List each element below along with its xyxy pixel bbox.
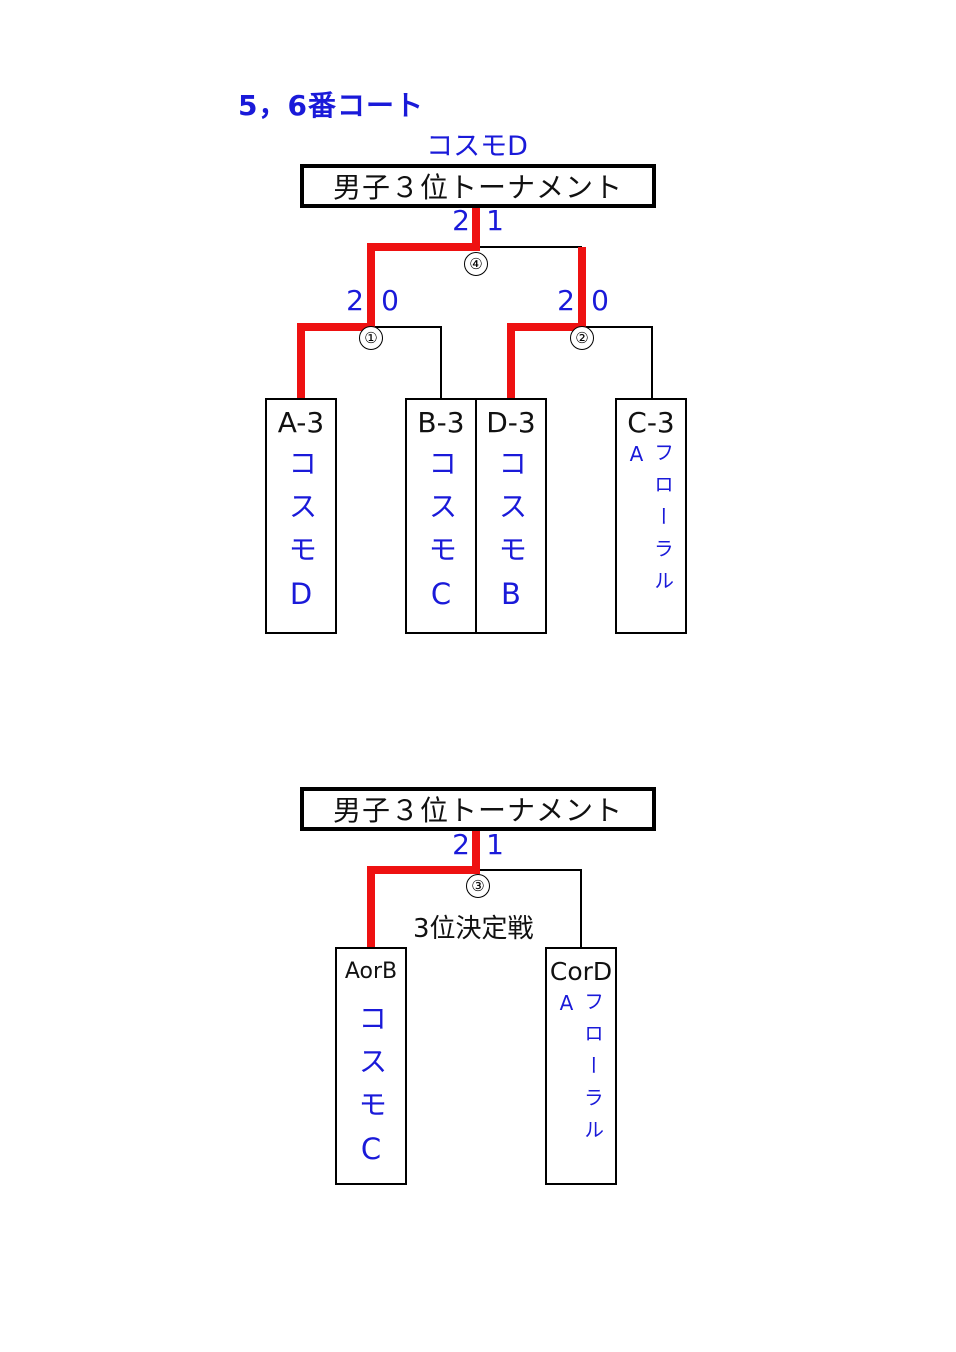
- line-cord: [476, 869, 582, 947]
- bracket1-lines: [297, 208, 653, 398]
- bracket1-title: 男子３位トーナメント: [300, 164, 656, 208]
- third-place-score-right: 1: [486, 828, 504, 861]
- team-box-a3: A-3 コスモD: [265, 398, 337, 634]
- seed-label: D-3: [486, 406, 536, 439]
- match-number-3: ③: [466, 874, 490, 898]
- team-name: フローラルA: [554, 991, 605, 1151]
- seed-label: CorD: [549, 957, 613, 986]
- team-box-cord: CorD フローラルA: [545, 947, 617, 1185]
- semi2-score-right: 0: [591, 284, 609, 317]
- line-aorb-win: [367, 831, 480, 947]
- final-score-right: 1: [486, 204, 504, 237]
- third-place-caption: 3位決定戦: [413, 914, 534, 944]
- bracket2-title: 男子３位トーナメント: [300, 787, 656, 831]
- team-name: コスモD: [284, 448, 318, 625]
- match-number-2: ②: [570, 326, 594, 350]
- line-c3: [582, 326, 653, 398]
- line-b3: [371, 326, 442, 398]
- semi1-score-right: 0: [381, 284, 399, 317]
- bracket2-lines: [367, 831, 582, 947]
- team-box-d3: D-3 コスモB: [475, 398, 547, 634]
- match-number-1: ①: [359, 326, 383, 350]
- final-score-left: 2: [452, 204, 470, 237]
- bracket1-winner: コスモD: [426, 131, 528, 162]
- team-name: フローラルA: [624, 442, 675, 602]
- team-name: コスモC: [354, 1003, 388, 1180]
- line-d3-win: [507, 247, 586, 398]
- court-title: 5，6番コート: [238, 89, 424, 122]
- team-box-aorb: AorB コスモC: [335, 947, 407, 1185]
- team-name: コスモB: [494, 448, 528, 625]
- semi1-score-left: 2: [346, 284, 364, 317]
- third-place-score-left: 2: [452, 828, 470, 861]
- team-box-b3: B-3 コスモC: [405, 398, 477, 634]
- semi2-score-left: 2: [557, 284, 575, 317]
- line-a3-win: [297, 208, 480, 398]
- seed-label: AorB: [344, 959, 398, 984]
- team-box-c3: C-3 フローラルA: [615, 398, 687, 634]
- seed-label: C-3: [627, 406, 675, 439]
- seed-label: B-3: [417, 406, 465, 439]
- team-name: コスモC: [424, 448, 458, 625]
- match-number-4: ④: [464, 252, 488, 276]
- seed-label: A-3: [277, 406, 325, 439]
